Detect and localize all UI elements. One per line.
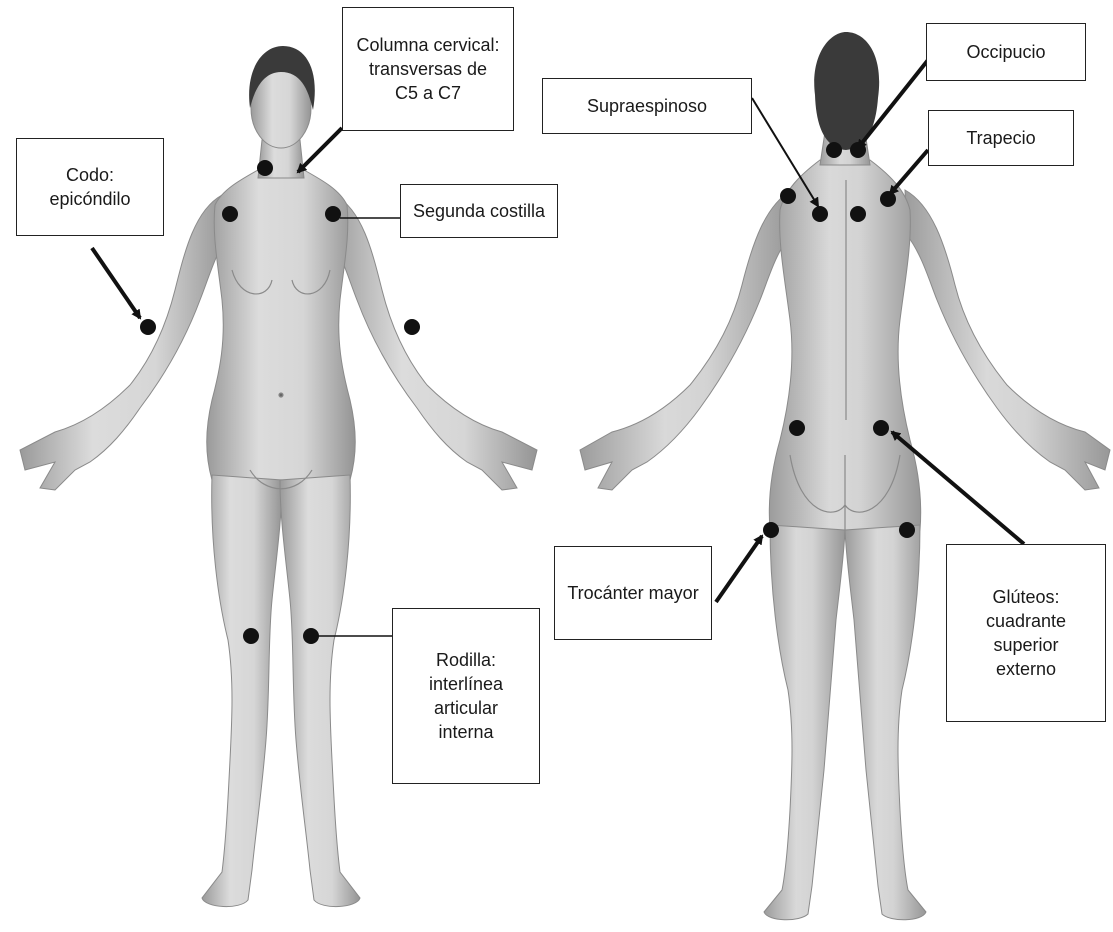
label-gluteos-line-1: Glúteos: — [992, 585, 1059, 609]
label-supraespinoso: Supraespinoso — [542, 78, 752, 134]
label-occipucio-line-1: Occipucio — [966, 40, 1045, 64]
label-gluteos: Glúteos: cuadrante superior externo — [946, 544, 1106, 722]
front-right-arm — [329, 195, 537, 490]
label-cervical-line-2: transversas de — [369, 57, 487, 81]
label-costilla: Segunda costilla — [400, 184, 558, 238]
point-elbow-right — [404, 319, 420, 335]
point-trochanter-right — [899, 522, 915, 538]
label-codo-line-2: epicóndilo — [49, 187, 130, 211]
point-second-rib-left — [222, 206, 238, 222]
label-codo: Codo: epicóndilo — [16, 138, 164, 236]
label-trapecio-line-1: Trapecio — [966, 126, 1035, 150]
label-gluteos-line-3: superior — [993, 633, 1058, 657]
front-left-arm — [20, 195, 228, 490]
point-gluteal-left — [789, 420, 805, 436]
label-trapecio: Trapecio — [928, 110, 1074, 166]
label-gluteos-line-2: cuadrante — [986, 609, 1066, 633]
point-knee-left — [243, 628, 259, 644]
label-costilla-line-1: Segunda costilla — [413, 199, 545, 223]
back-right-leg — [845, 525, 926, 920]
point-supraspinatus-left — [780, 188, 796, 204]
arrow-trapecio — [890, 150, 928, 194]
point-elbow-left — [140, 319, 156, 335]
front-left-leg — [202, 475, 282, 907]
label-gluteos-line-4: externo — [996, 657, 1056, 681]
label-cervical-line-1: Columna cervical: — [356, 33, 499, 57]
label-supraespinoso-line-1: Supraespinoso — [587, 94, 707, 118]
front-right-leg — [280, 475, 360, 907]
back-left-arm — [580, 190, 792, 490]
arrow-codo — [92, 248, 140, 318]
label-rodilla-line-3: articular — [434, 696, 498, 720]
back-right-arm — [905, 190, 1110, 490]
label-cervical: Columna cervical: transversas de C5 a C7 — [342, 7, 514, 131]
point-knee-right — [303, 628, 319, 644]
label-occipucio: Occipucio — [926, 23, 1086, 81]
arrow-cervical — [298, 128, 342, 172]
label-codo-line-1: Codo: — [66, 163, 114, 187]
point-trapezius-right — [880, 191, 896, 207]
point-occiput-left — [826, 142, 842, 158]
label-rodilla-line-1: Rodilla: — [436, 648, 496, 672]
label-cervical-line-3: C5 a C7 — [395, 81, 461, 105]
label-rodilla-line-2: interlínea — [429, 672, 503, 696]
point-occiput-right — [850, 142, 866, 158]
back-left-leg — [764, 525, 845, 920]
point-trochanter-left — [763, 522, 779, 538]
point-supraspinatus-right — [850, 206, 866, 222]
label-trocanter: Trocánter mayor — [554, 546, 712, 640]
point-cervical — [257, 160, 273, 176]
label-trocanter-line-1: Trocánter mayor — [567, 581, 698, 605]
label-rodilla: Rodilla: interlínea articular interna — [392, 608, 540, 784]
arrow-trocanter — [716, 536, 762, 602]
point-gluteal-right — [873, 420, 889, 436]
label-rodilla-line-4: interna — [438, 720, 493, 744]
point-supraspinatus-mid — [812, 206, 828, 222]
point-second-rib-right — [325, 206, 341, 222]
